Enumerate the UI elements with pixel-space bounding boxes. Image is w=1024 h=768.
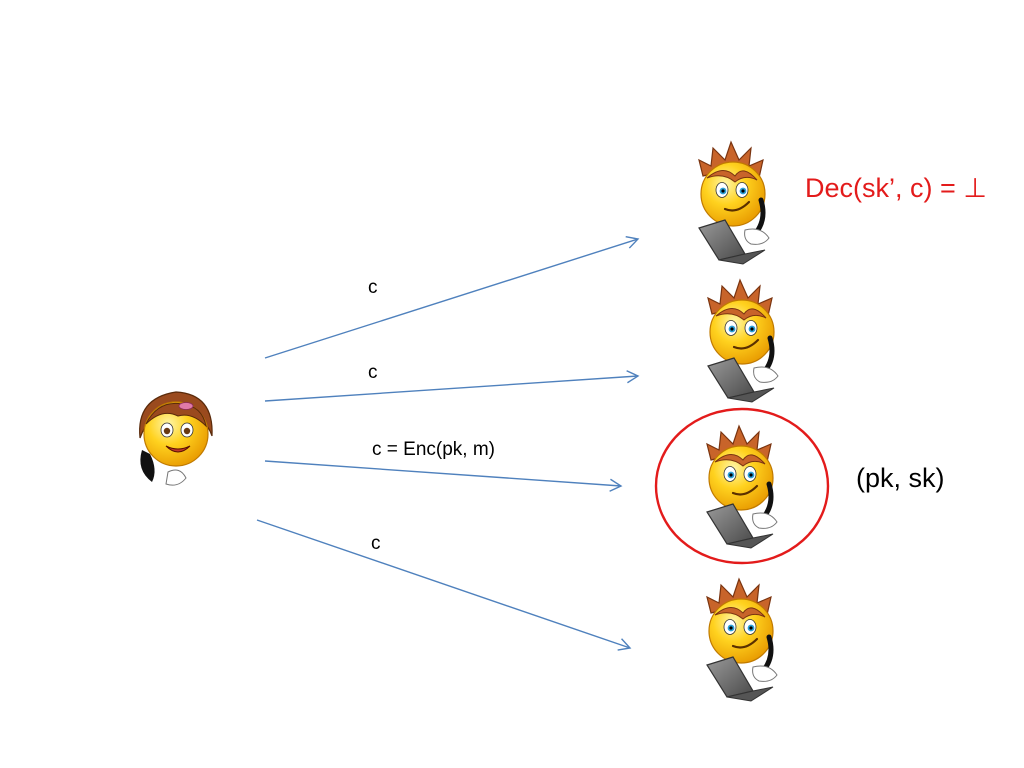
- receiver-2-boy-laptop-icon: [708, 280, 778, 402]
- key-pair-label: (pk, sk): [856, 463, 945, 493]
- sender-girl-icon: [139, 391, 213, 486]
- arrow-to-receiver-2: [264, 370, 640, 402]
- arrow-1-label: c: [368, 277, 378, 298]
- receiver-3-boy-laptop-icon: [707, 426, 777, 548]
- arrow-to-receiver-3: [264, 460, 623, 492]
- key-holder-highlight-circle: [654, 407, 830, 565]
- arrow-2-label: c: [368, 362, 378, 383]
- arrow-to-receiver-4: [256, 519, 632, 651]
- receiver-1-boy-laptop-icon: [699, 142, 769, 264]
- arrow-3-label: c = Enc(pk, m): [372, 439, 495, 460]
- receiver-4-boy-laptop-icon: [707, 579, 777, 701]
- arrow-4-label: c: [371, 533, 381, 554]
- decryption-failure-label: Dec(sk’, c) = ⊥: [805, 173, 987, 203]
- arrow-to-receiver-1: [264, 235, 640, 359]
